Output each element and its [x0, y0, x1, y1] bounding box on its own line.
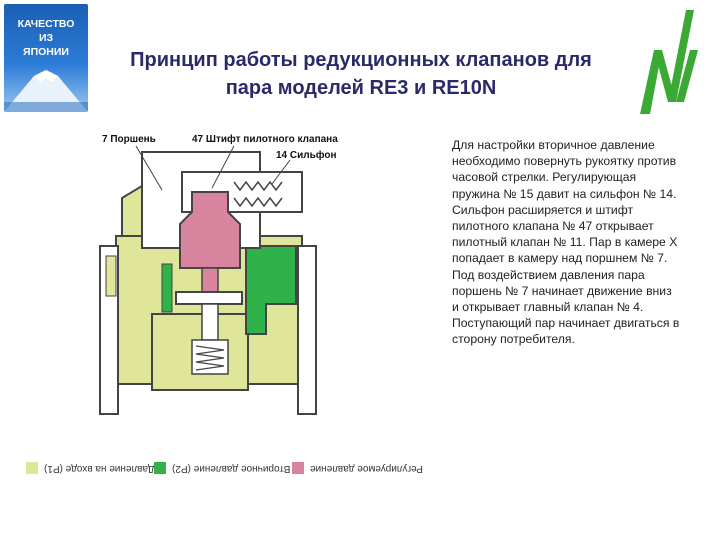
legend-label-secondary: Вторичное давление (P2): [172, 462, 291, 474]
bellows-chamber: [179, 191, 241, 269]
callout-pilot-pin: 47 Штифт пилотного клапана: [192, 134, 338, 145]
logo-line-2: ИЗ: [38, 32, 54, 44]
pilot-pin: [201, 267, 219, 293]
adjusting-spring-lower: [233, 196, 283, 208]
logo-line-3: ЯПОНИИ: [23, 46, 69, 58]
title-line-1: Принцип работы редукционных клапанов для: [130, 49, 592, 71]
callout-line-piston: [135, 145, 163, 191]
legend-label-inlet: Давление на входе (P1): [44, 462, 155, 474]
quality-japan-logo: КАЧЕСТВО ИЗ ЯПОНИИ: [4, 4, 88, 112]
mount-fuji-icon: [4, 70, 88, 112]
legend-label-regulated: Регулируемое давление: [310, 462, 423, 474]
valve-diagram: 7 Поршень 47 Штифт пилотного клапана 14 …: [96, 128, 360, 441]
piston: [175, 291, 243, 305]
callout-bellows: 14 Сильфон: [276, 150, 337, 161]
adjusting-spring: [233, 180, 283, 192]
title-line-2: пара моделей RE3 и RE10N: [225, 77, 497, 99]
legend-regulated-pressure: Регулируемое давление: [292, 461, 423, 475]
legend-inlet-pressure: Давление на входе (P1): [26, 461, 155, 475]
left-port: [105, 255, 117, 297]
secondary-chamber: [245, 245, 297, 335]
legend-swatch-secondary: [154, 462, 166, 474]
callout-piston: 7 Поршень: [102, 134, 156, 145]
piston-stem: [201, 303, 219, 341]
description-text: Для настройки вторичное давление необход…: [452, 138, 680, 347]
brand-logo-icon: [640, 10, 698, 114]
main-valve-spring: [195, 345, 225, 371]
slide-title: Принцип работы редукционных клапанов для…: [96, 46, 626, 102]
main-valve-housing: [191, 339, 229, 375]
callout-line-bellows: [271, 159, 291, 185]
side-block: [121, 184, 143, 237]
right-flange: [297, 245, 317, 415]
legend-secondary-pressure: Вторичное давление (P2): [154, 461, 290, 475]
legend-swatch-regulated: [292, 462, 304, 474]
callout-line-pilot-pin: [211, 145, 235, 189]
legend-swatch-inlet: [26, 462, 38, 474]
logo-line-1: КАЧЕСТВО: [17, 18, 75, 30]
secondary-channel: [161, 263, 173, 313]
